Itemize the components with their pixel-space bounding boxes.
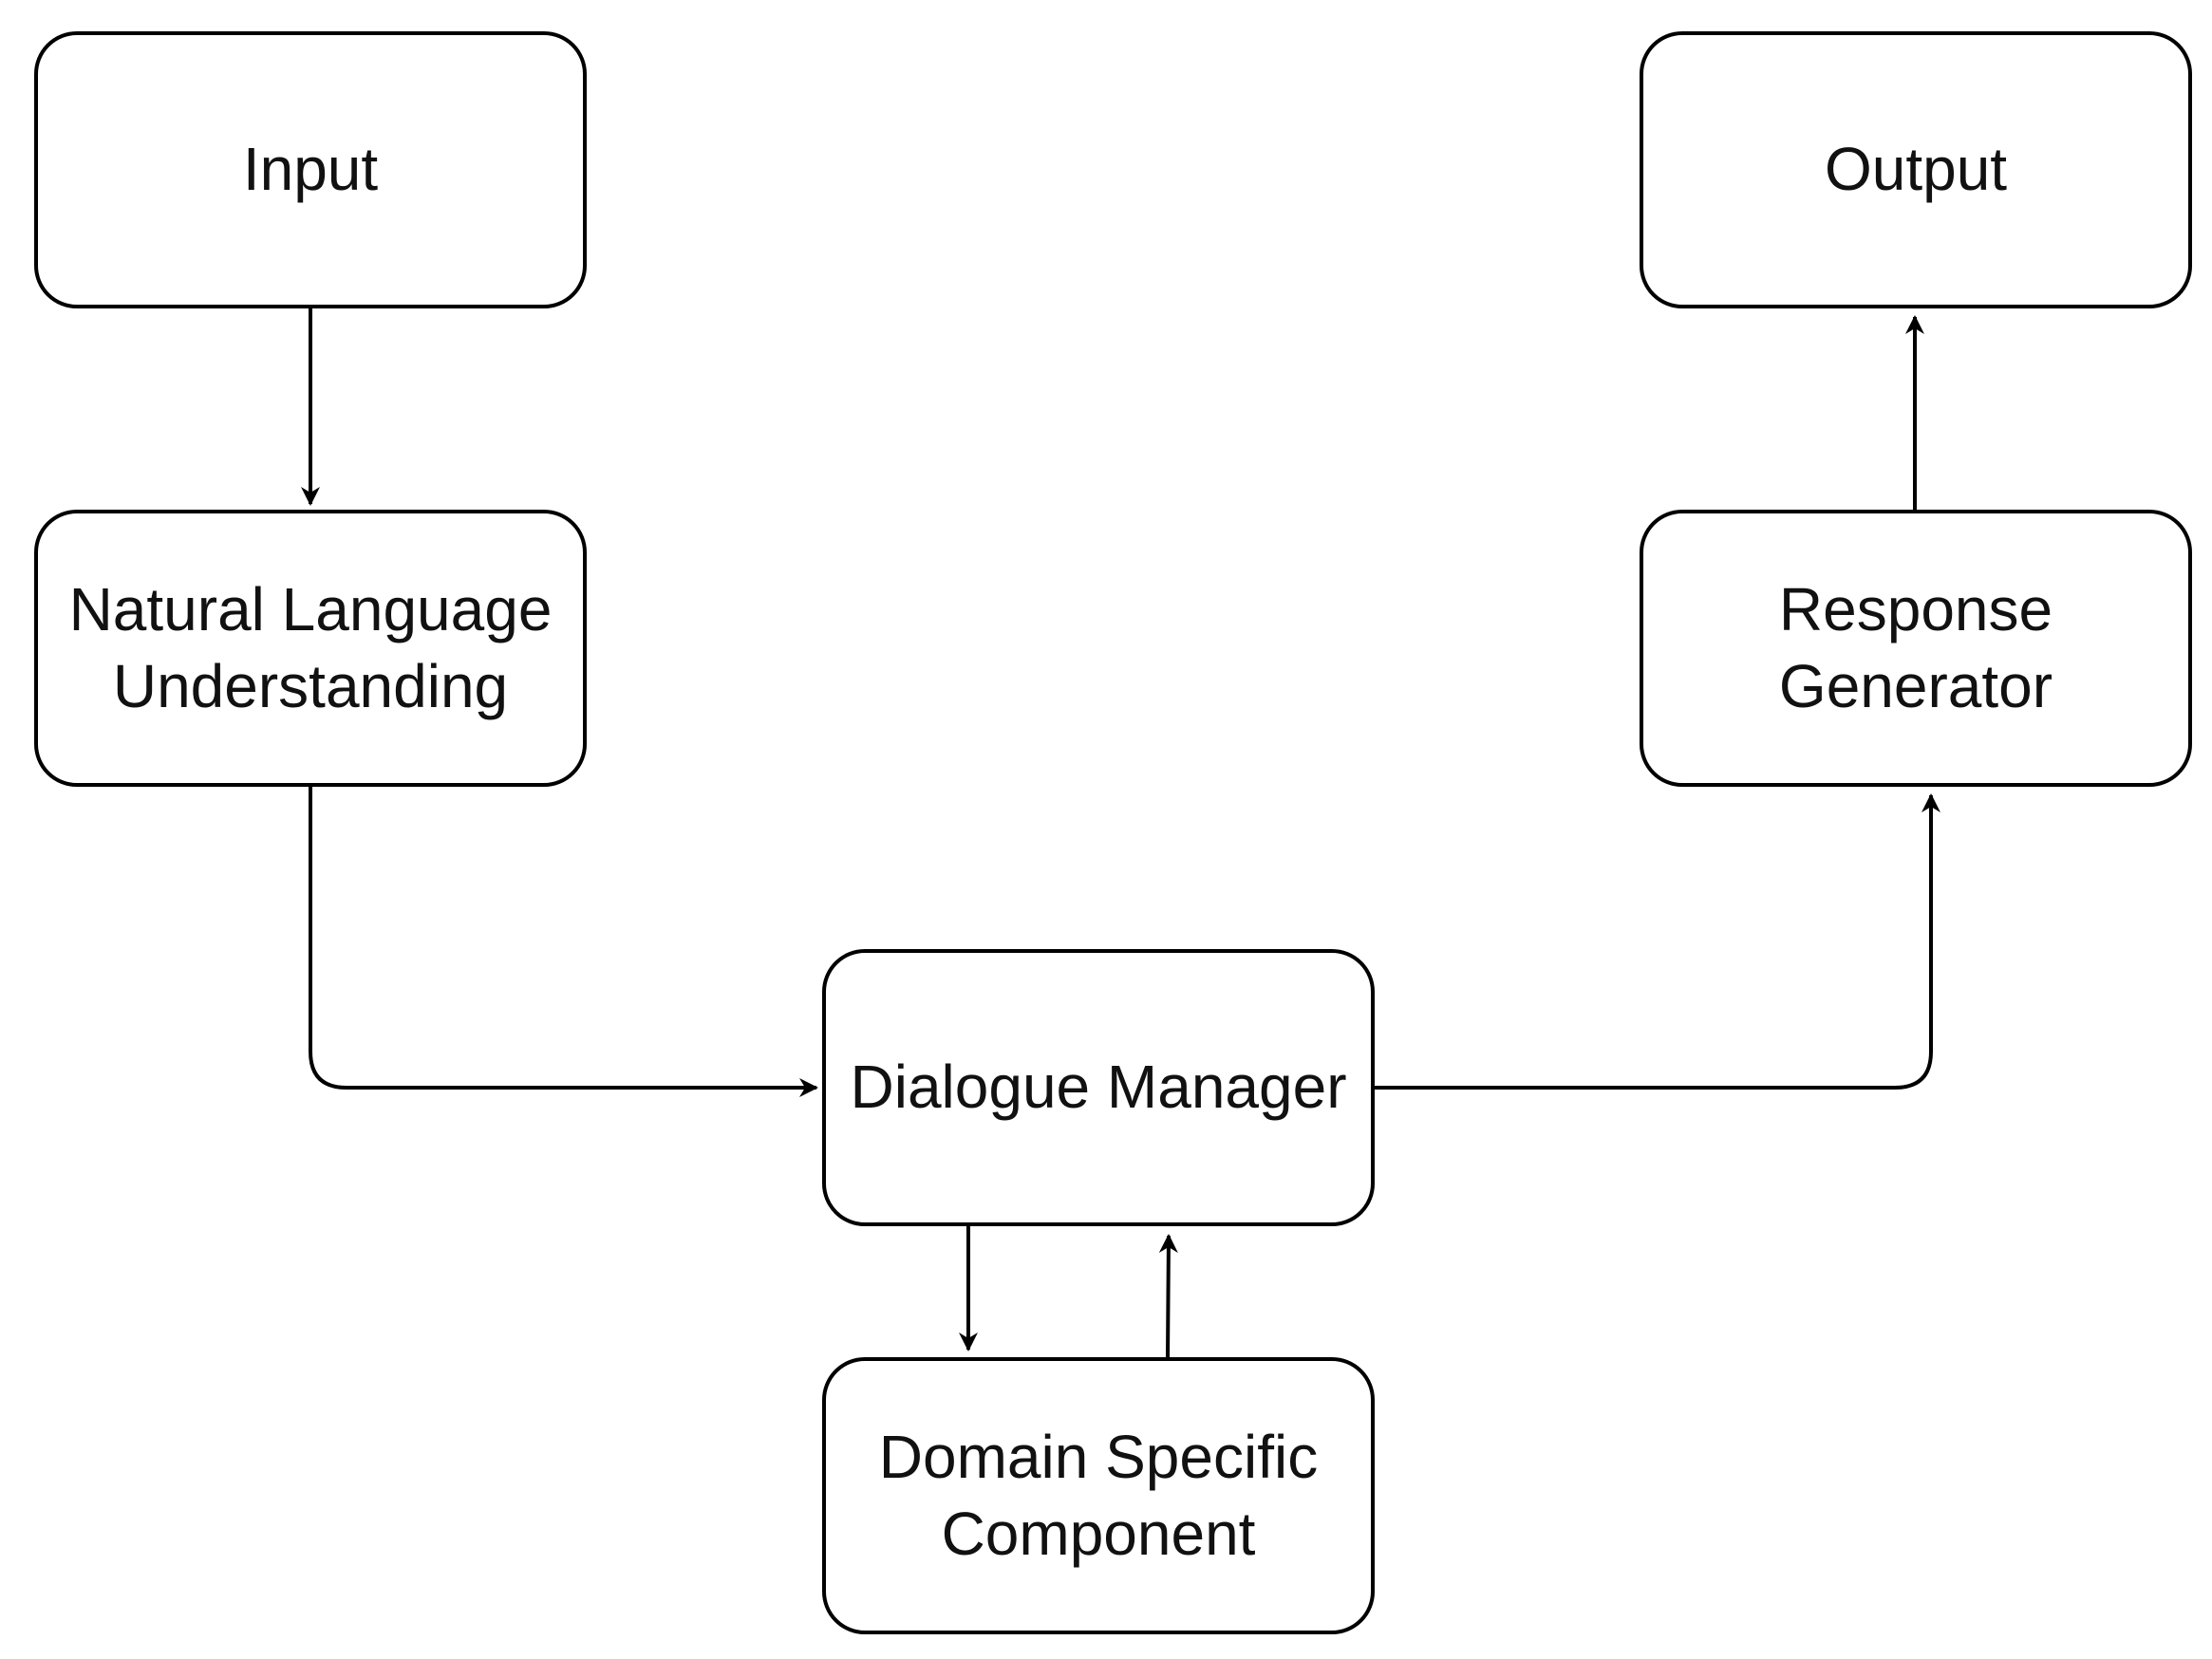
output-node-label: Output xyxy=(1825,131,2007,208)
nlu-node-label: Natural Language Understanding xyxy=(69,571,553,726)
input-node: Input xyxy=(34,31,587,308)
input-node-label-line1: Input xyxy=(242,135,379,204)
nlu-node-label-line2: Understanding xyxy=(112,652,509,720)
arrow-nlu-to-dialogue-manager xyxy=(309,787,818,1097)
response-generator-label-line1: Response xyxy=(1778,574,2053,643)
dialogue-manager-label-line1: Dialogue Manager xyxy=(850,1053,1347,1122)
arrow-domain-component-to-dialogue-manager xyxy=(1158,1234,1178,1358)
domain-component-node-label: Domain Specific Component xyxy=(879,1419,1318,1574)
domain-component-label-line2: Component xyxy=(941,1500,1256,1568)
response-generator-node: Response Generator xyxy=(1640,510,2192,787)
nlu-node-label-line1: Natural Language xyxy=(68,574,553,643)
dialogue-manager-node-label: Dialogue Manager xyxy=(851,1049,1347,1126)
output-node-label-line1: Output xyxy=(1824,135,2008,204)
natural-language-understanding-node: Natural Language Understanding xyxy=(34,510,587,787)
response-generator-label-line2: Generator xyxy=(1778,652,2053,720)
output-node: Output xyxy=(1640,31,2192,308)
arrow-dialogue-manager-to-response-generator xyxy=(1375,793,1940,1090)
input-node-label: Input xyxy=(243,131,378,208)
domain-component-label-line1: Domain Specific xyxy=(878,1422,1319,1491)
dialogue-manager-node: Dialogue Manager xyxy=(822,949,1375,1226)
domain-specific-component-node: Domain Specific Component xyxy=(822,1357,1375,1634)
response-generator-node-label: Response Generator xyxy=(1779,571,2053,726)
